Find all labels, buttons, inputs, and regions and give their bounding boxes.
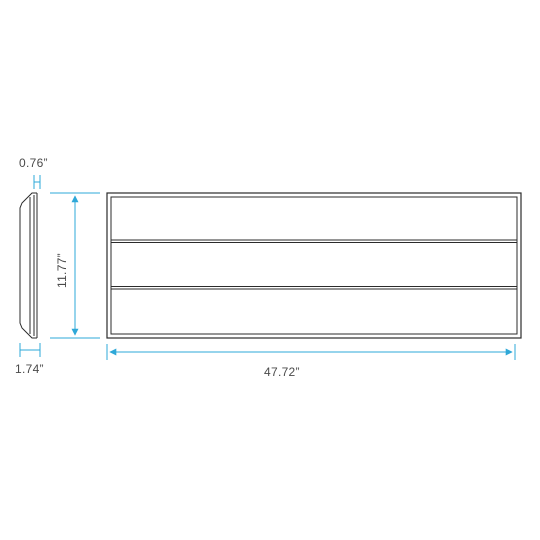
panel-outer-frame <box>106 192 522 339</box>
center-basket <box>111 239 517 290</box>
side-profile-outline <box>19 192 38 339</box>
depth-top-dimension: 0.76” <box>19 156 48 189</box>
depth-top-label: 0.76” <box>19 156 48 170</box>
width-label: 11.77” <box>55 253 69 288</box>
length-label: 47.72” <box>264 365 300 379</box>
depth-bottom-label: 1.74” <box>15 362 44 376</box>
side-profile-view <box>19 192 38 339</box>
panel-inner-frame <box>110 196 518 335</box>
depth-bottom-dimension: 1.74” <box>15 343 44 376</box>
length-dimension: 47.72” <box>106 344 516 379</box>
front-panel-view <box>106 192 522 339</box>
width-dimension: 11.77” <box>50 192 100 339</box>
